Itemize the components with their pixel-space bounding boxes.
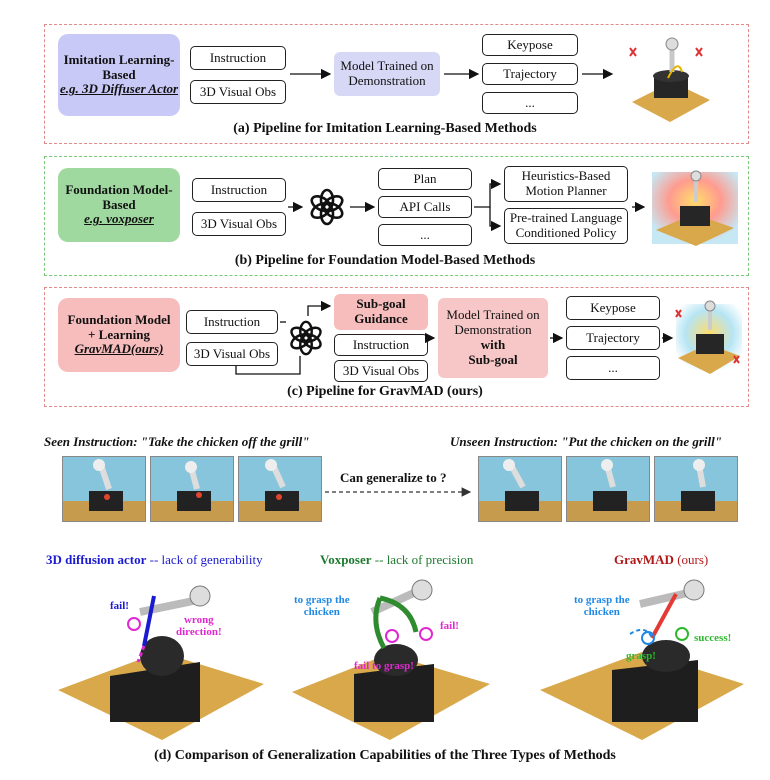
input-3d-visual-obs: 3D Visual Obs bbox=[186, 342, 278, 366]
seen-frame-1 bbox=[62, 456, 146, 522]
annotation-line: chicken bbox=[303, 606, 340, 619]
method-note: (ours) bbox=[673, 552, 709, 567]
robot-subgoal-scene-icon bbox=[675, 300, 742, 374]
seen-frame-3 bbox=[238, 456, 322, 522]
tag-line-2: Based bbox=[102, 66, 136, 82]
tag-line-1: Foundation Model bbox=[67, 311, 171, 327]
caption-d: (d) Comparison of Generalization Capabil… bbox=[154, 748, 616, 763]
output-keypose: Keypose bbox=[482, 34, 578, 56]
annotation-fail-to-grasp: fail to grasp! bbox=[354, 660, 414, 672]
output-trajectory: Trajectory bbox=[566, 326, 660, 350]
output-api-calls: API Calls bbox=[378, 196, 472, 218]
method-name: GravMAD bbox=[614, 552, 674, 567]
annotation-line: to grasp the bbox=[574, 594, 630, 606]
panel-c-method-tag: Foundation Model + Learning GravMAD(ours… bbox=[58, 298, 180, 372]
panel-b-method-tag: Foundation Model- Based e.g. voxposer bbox=[58, 168, 180, 242]
method-heading-voxposer: Voxposer -- lack of precision bbox=[320, 552, 473, 568]
method-name: 3D diffusion actor bbox=[46, 552, 147, 567]
input-3d-visual-obs: 3D Visual Obs bbox=[192, 212, 286, 236]
openai-logo-icon bbox=[290, 320, 322, 356]
generalize-label: Can generalize to ? bbox=[340, 470, 447, 485]
method-note: -- lack of generability bbox=[146, 552, 263, 567]
tag-line-1: Foundation Model- bbox=[65, 181, 173, 197]
panel-a bbox=[44, 24, 749, 144]
caption-c: (c) Pipeline for GravMAD (ours) bbox=[287, 384, 483, 399]
input-3d-visual-obs: 3D Visual Obs bbox=[190, 80, 286, 104]
scene-gravmad bbox=[540, 579, 744, 740]
method-note: -- lack of precision bbox=[371, 552, 474, 567]
tag-example: GravMAD(ours) bbox=[74, 341, 164, 357]
mid-input-3d-visual-obs: 3D Visual Obs bbox=[334, 360, 428, 382]
annotation-line: to grasp the bbox=[294, 594, 350, 606]
output-ellipsis: ... bbox=[378, 224, 472, 246]
annotation-success: success! bbox=[694, 632, 732, 644]
tag-line-2: + Learning bbox=[88, 326, 150, 342]
annotation-to-grasp: to grasp the chicken bbox=[294, 594, 350, 618]
method-heading-gravmad: GravMAD (ours) bbox=[614, 552, 708, 568]
caption-a: (a) Pipeline for Imitation Learning-Base… bbox=[233, 121, 537, 136]
model-box-subgoal: Model Trained on Demonstration with Sub-… bbox=[438, 298, 548, 378]
input-instruction: Instruction bbox=[186, 310, 278, 334]
tag-example: e.g. 3D Diffuser Actor bbox=[59, 81, 179, 97]
robot-voxel-scene-icon bbox=[652, 170, 738, 246]
output-ellipsis: ... bbox=[566, 356, 660, 380]
annotation-line: chicken bbox=[583, 606, 620, 619]
heuristics-motion-planner: Heuristics-Based Motion Planner bbox=[504, 166, 628, 202]
method-name: Voxposer bbox=[320, 552, 372, 567]
caption-b: (b) Pipeline for Foundation Model-Based … bbox=[234, 253, 536, 268]
openai-logo-icon bbox=[310, 188, 344, 226]
subgoal-guidance: Sub-goal Guidance bbox=[334, 294, 428, 330]
tag-line-2: Based bbox=[102, 196, 136, 212]
model-box: Model Trained on Demonstration bbox=[334, 52, 440, 96]
model-line-3: with bbox=[480, 337, 506, 352]
annotation-line: wrong bbox=[183, 614, 214, 626]
tag-example: e.g. voxposer bbox=[84, 211, 154, 227]
input-instruction: Instruction bbox=[190, 46, 286, 70]
model-line-1: Model Trained on bbox=[446, 307, 540, 323]
panel-c bbox=[44, 287, 749, 407]
annotation-grasp: grasp! bbox=[626, 650, 656, 662]
annotation-fail: fail! bbox=[110, 600, 129, 612]
annotation-line: direction! bbox=[176, 626, 222, 639]
panel-b bbox=[44, 156, 749, 276]
seen-frame-2 bbox=[150, 456, 234, 522]
unseen-frame-3 bbox=[654, 456, 738, 522]
annotation-to-grasp: to grasp the chicken bbox=[574, 594, 630, 618]
output-ellipsis: ... bbox=[482, 92, 578, 114]
method-heading-3d-diffusion-actor: 3D diffusion actor -- lack of generabili… bbox=[46, 552, 263, 568]
mid-input-instruction: Instruction bbox=[334, 334, 428, 356]
annotation-fail: fail! bbox=[440, 620, 459, 632]
annotation-wrong-direction: wrong direction! bbox=[176, 614, 222, 638]
tag-line-1: Imitation Learning- bbox=[63, 51, 175, 67]
panel-a-method-tag: Imitation Learning- Based e.g. 3D Diffus… bbox=[58, 34, 180, 116]
seen-instruction: Seen Instruction: "Take the chicken off … bbox=[44, 434, 310, 449]
input-instruction: Instruction bbox=[192, 178, 286, 202]
scene-voxposer bbox=[292, 579, 490, 740]
output-plan: Plan bbox=[378, 168, 472, 190]
unseen-instruction: Unseen Instruction: "Put the chicken on … bbox=[450, 434, 722, 449]
model-line-4: Sub-goal bbox=[468, 351, 518, 367]
language-conditioned-policy: Pre-trained Language Conditioned Policy bbox=[504, 208, 628, 244]
output-trajectory: Trajectory bbox=[482, 63, 578, 85]
output-keypose: Keypose bbox=[566, 296, 660, 320]
model-line-2: Demonstration bbox=[454, 322, 532, 338]
robot-grill-scene-icon bbox=[629, 37, 710, 122]
scene-3d-diffusion-actor bbox=[58, 585, 264, 740]
unseen-frame-1 bbox=[478, 456, 562, 522]
unseen-frame-2 bbox=[566, 456, 650, 522]
